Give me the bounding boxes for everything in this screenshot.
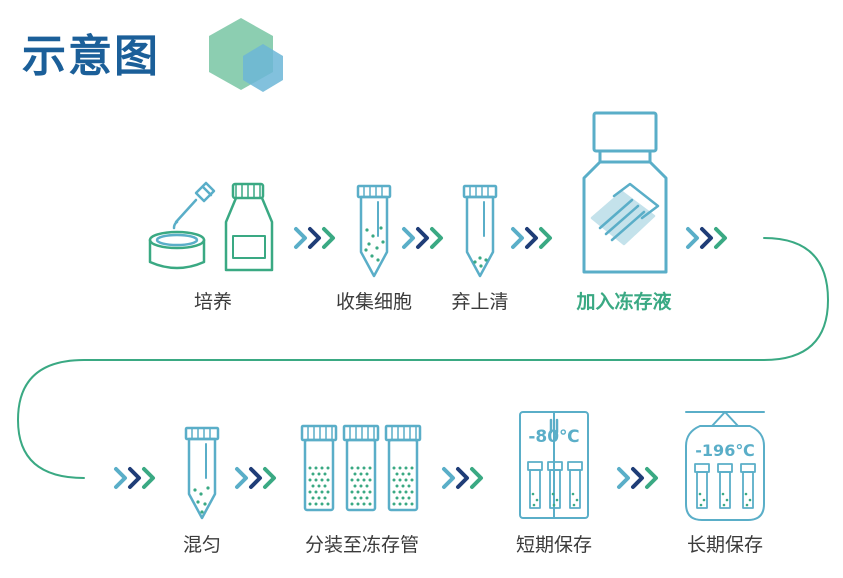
petri-dish-icon bbox=[148, 230, 206, 270]
step-label-add-freezing-solution: 加入冻存液 bbox=[576, 291, 672, 313]
reagent-bottle-icon bbox=[582, 111, 668, 274]
culture-bottle-icon bbox=[224, 182, 274, 272]
chevron-arrow-icon bbox=[402, 227, 443, 249]
tank-temperature: -196℃ bbox=[695, 441, 754, 460]
mixed-tube-icon bbox=[184, 426, 220, 520]
step-label-short-term-storage: 短期保存 bbox=[515, 534, 593, 556]
step-culture-icons bbox=[148, 181, 274, 272]
chevron-arrow-icon bbox=[511, 227, 552, 249]
chevron-arrow-icon bbox=[442, 467, 483, 489]
chevron-arrow-icon bbox=[617, 467, 658, 489]
freeze-solution-label-icon bbox=[590, 182, 660, 246]
connector-path bbox=[17, 237, 829, 479]
pellet-tube-icon bbox=[462, 184, 498, 278]
chevron-arrow-icon bbox=[294, 227, 335, 249]
step-label-long-term-storage: 长期保存 bbox=[686, 534, 764, 556]
step-label-mix: 混匀 bbox=[182, 534, 222, 556]
step-label-discard-supernatant: 弃上清 bbox=[451, 291, 509, 313]
cryotubes-icon bbox=[300, 424, 422, 512]
chevron-arrow-icon bbox=[114, 467, 155, 489]
chevron-arrow-icon bbox=[686, 227, 727, 249]
centrifuge-tube-icon bbox=[356, 184, 392, 278]
freezer-temperature: -80℃ bbox=[528, 427, 579, 447]
page-title: 示意图 bbox=[22, 31, 160, 82]
liquid-nitrogen-tank-icon bbox=[685, 411, 765, 521]
step-label-culture: 培养 bbox=[193, 291, 233, 313]
chevron-arrow-icon bbox=[235, 467, 276, 489]
freezer-icon bbox=[519, 411, 589, 519]
dropper-icon bbox=[172, 181, 216, 230]
step-label-aliquot: 分装至冻存管 bbox=[304, 534, 420, 556]
step-label-collect-cells: 收集细胞 bbox=[335, 291, 413, 313]
